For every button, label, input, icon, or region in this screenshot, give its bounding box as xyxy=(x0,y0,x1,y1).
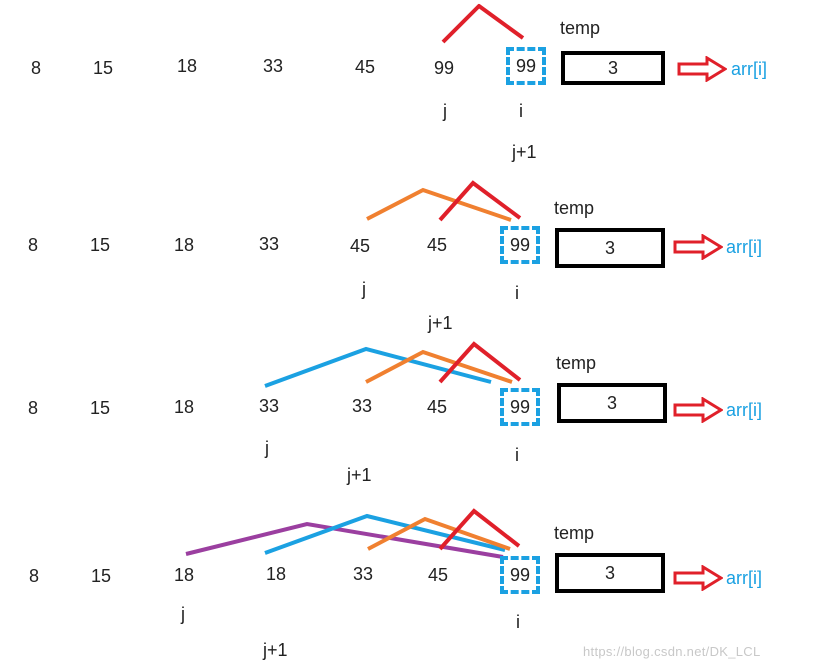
temp-value: 3 xyxy=(604,237,615,258)
right-arrow-icon xyxy=(673,397,723,423)
j-plus-1-label: j+1 xyxy=(263,640,288,660)
array-value: 45 xyxy=(427,397,448,417)
i-label: i xyxy=(516,612,520,632)
current-element-box: 99 xyxy=(506,47,546,85)
temp-value: 3 xyxy=(607,57,618,78)
array-value: 8 xyxy=(28,235,39,255)
j-plus-1-label: j+1 xyxy=(347,465,372,485)
array-value: 8 xyxy=(31,58,42,78)
array-value: 18 xyxy=(174,235,195,255)
shift-arc-red-row3 xyxy=(438,341,522,384)
shift-arc-orange-row4 xyxy=(367,516,511,551)
shift-arc-blue-row4 xyxy=(264,513,506,555)
shift-arc-orange-row2 xyxy=(366,187,512,222)
j-label: j xyxy=(362,279,366,299)
temp-box: 3 xyxy=(555,228,665,268)
array-value: 33 xyxy=(259,396,280,416)
watermark: https://blog.csdn.net/DK_LCL xyxy=(583,644,761,659)
current-element-box: 99 xyxy=(500,388,540,426)
arr-i-label: arr[i] xyxy=(726,400,762,420)
temp-box: 3 xyxy=(561,51,665,85)
array-value: 99 xyxy=(434,58,455,78)
temp-box: 3 xyxy=(557,383,667,423)
temp-value: 3 xyxy=(606,392,617,413)
right-arrow-icon xyxy=(673,234,723,260)
temp-label: temp xyxy=(560,18,601,38)
shift-arc-orange-row3 xyxy=(365,349,513,384)
right-arrow-icon xyxy=(673,565,723,591)
array-value: 15 xyxy=(90,398,111,418)
j-plus-1-label: j+1 xyxy=(428,313,453,333)
temp-label: temp xyxy=(554,198,595,218)
j-label: j xyxy=(443,101,447,121)
array-value: 15 xyxy=(90,235,111,255)
temp-label: temp xyxy=(554,523,595,543)
array-value: 33 xyxy=(352,396,373,416)
array-value: 8 xyxy=(28,398,39,418)
j-plus-1-label: j+1 xyxy=(512,142,537,162)
current-element-box: 99 xyxy=(500,226,540,264)
arr-i-label: arr[i] xyxy=(726,568,762,588)
i-label: i xyxy=(515,283,519,303)
array-value: 45 xyxy=(355,57,376,77)
j-label: j xyxy=(265,438,269,458)
temp-value: 3 xyxy=(604,562,615,583)
i-label: i xyxy=(519,101,523,121)
array-value: 33 xyxy=(353,564,374,584)
array-value: 18 xyxy=(174,565,195,585)
temp-label: temp xyxy=(556,353,597,373)
array-value: 15 xyxy=(93,58,114,78)
array-value: 45 xyxy=(427,235,448,255)
current-element-value: 99 xyxy=(509,564,531,585)
array-value: 8 xyxy=(29,566,40,586)
array-value: 18 xyxy=(177,56,198,76)
array-value: 33 xyxy=(259,234,280,254)
array-value: 18 xyxy=(174,397,195,417)
i-label: i xyxy=(515,445,519,465)
shift-arc-blue-row3 xyxy=(264,346,492,388)
current-element-value: 99 xyxy=(515,55,537,76)
right-arrow-icon xyxy=(677,56,727,82)
arr-i-label: arr[i] xyxy=(726,237,762,257)
arr-i-label: arr[i] xyxy=(731,59,767,79)
array-value: 18 xyxy=(266,564,287,584)
shift-arc-red-row4 xyxy=(438,508,521,551)
current-element-value: 99 xyxy=(509,234,531,255)
current-element-value: 99 xyxy=(509,396,531,417)
current-element-box: 99 xyxy=(500,556,540,594)
shift-arc-purple-row4 xyxy=(185,521,504,559)
j-label: j xyxy=(181,604,185,624)
shift-arc-red-row2 xyxy=(438,180,522,222)
array-value: 15 xyxy=(91,566,112,586)
array-value: 33 xyxy=(263,56,284,76)
array-value: 45 xyxy=(428,565,449,585)
temp-box: 3 xyxy=(555,553,665,593)
array-value: 45 xyxy=(350,236,371,256)
shift-arc-red-row1 xyxy=(441,4,525,44)
